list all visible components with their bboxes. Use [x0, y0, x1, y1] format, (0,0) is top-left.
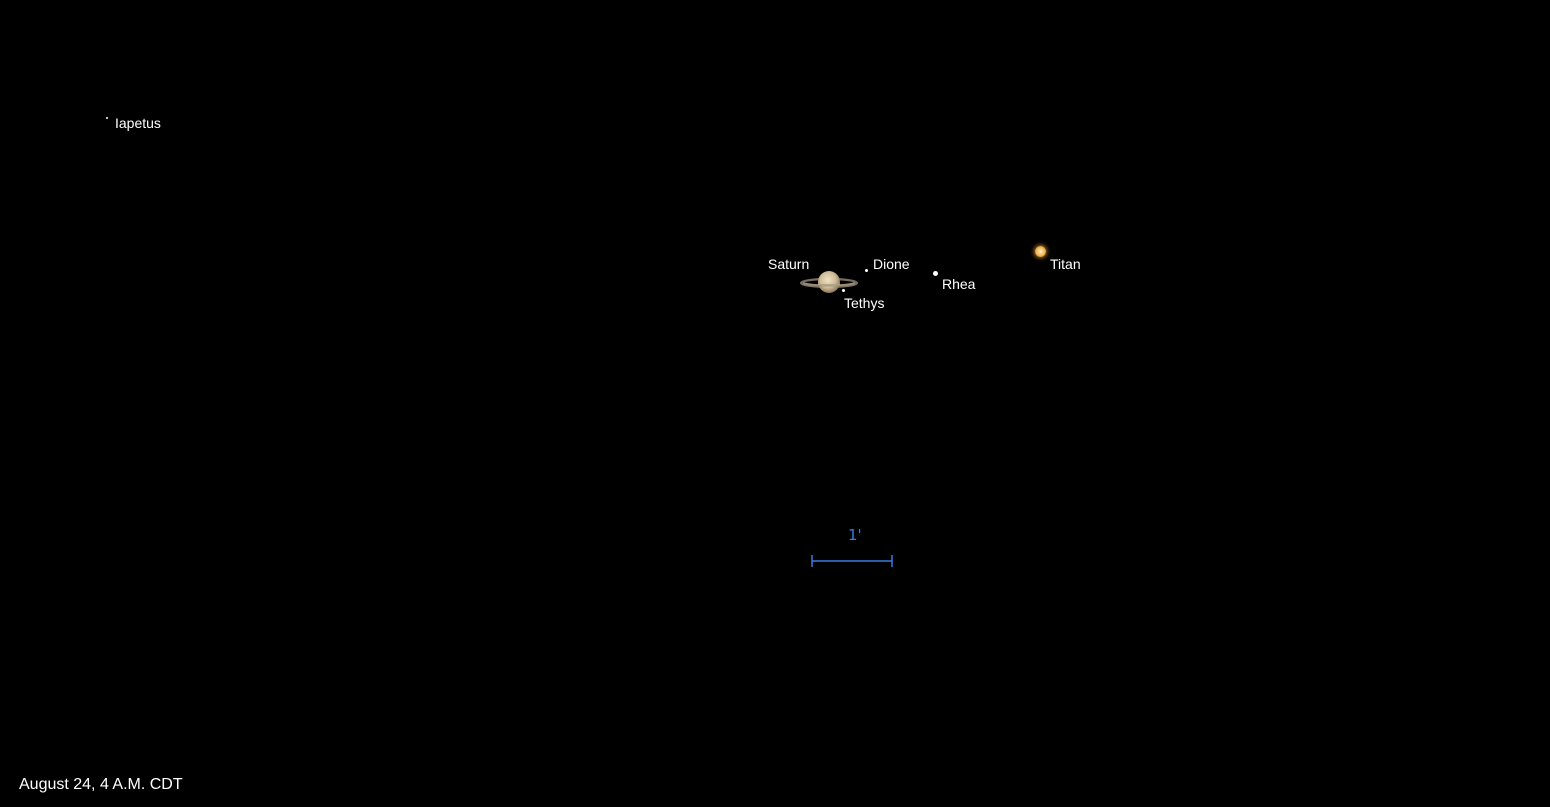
dione-label: Dione — [873, 256, 910, 272]
tethys-moon — [842, 289, 845, 292]
titan-label: Titan — [1050, 256, 1081, 272]
titan-moon — [1035, 246, 1046, 257]
dione-moon — [865, 269, 868, 272]
rhea-label: Rhea — [942, 276, 976, 292]
date-caption: August 24, 4 A.M. CDT — [19, 776, 183, 793]
scale-bar — [811, 555, 893, 567]
saturn-label: Saturn — [768, 256, 810, 272]
scale-bar-label: 1' — [848, 526, 862, 544]
iapetus-moon — [106, 117, 108, 119]
iapetus-label: Iapetus — [115, 115, 161, 131]
rhea-moon — [933, 271, 938, 276]
tethys-label: Tethys — [844, 295, 885, 311]
saturn-planet — [800, 271, 858, 293]
